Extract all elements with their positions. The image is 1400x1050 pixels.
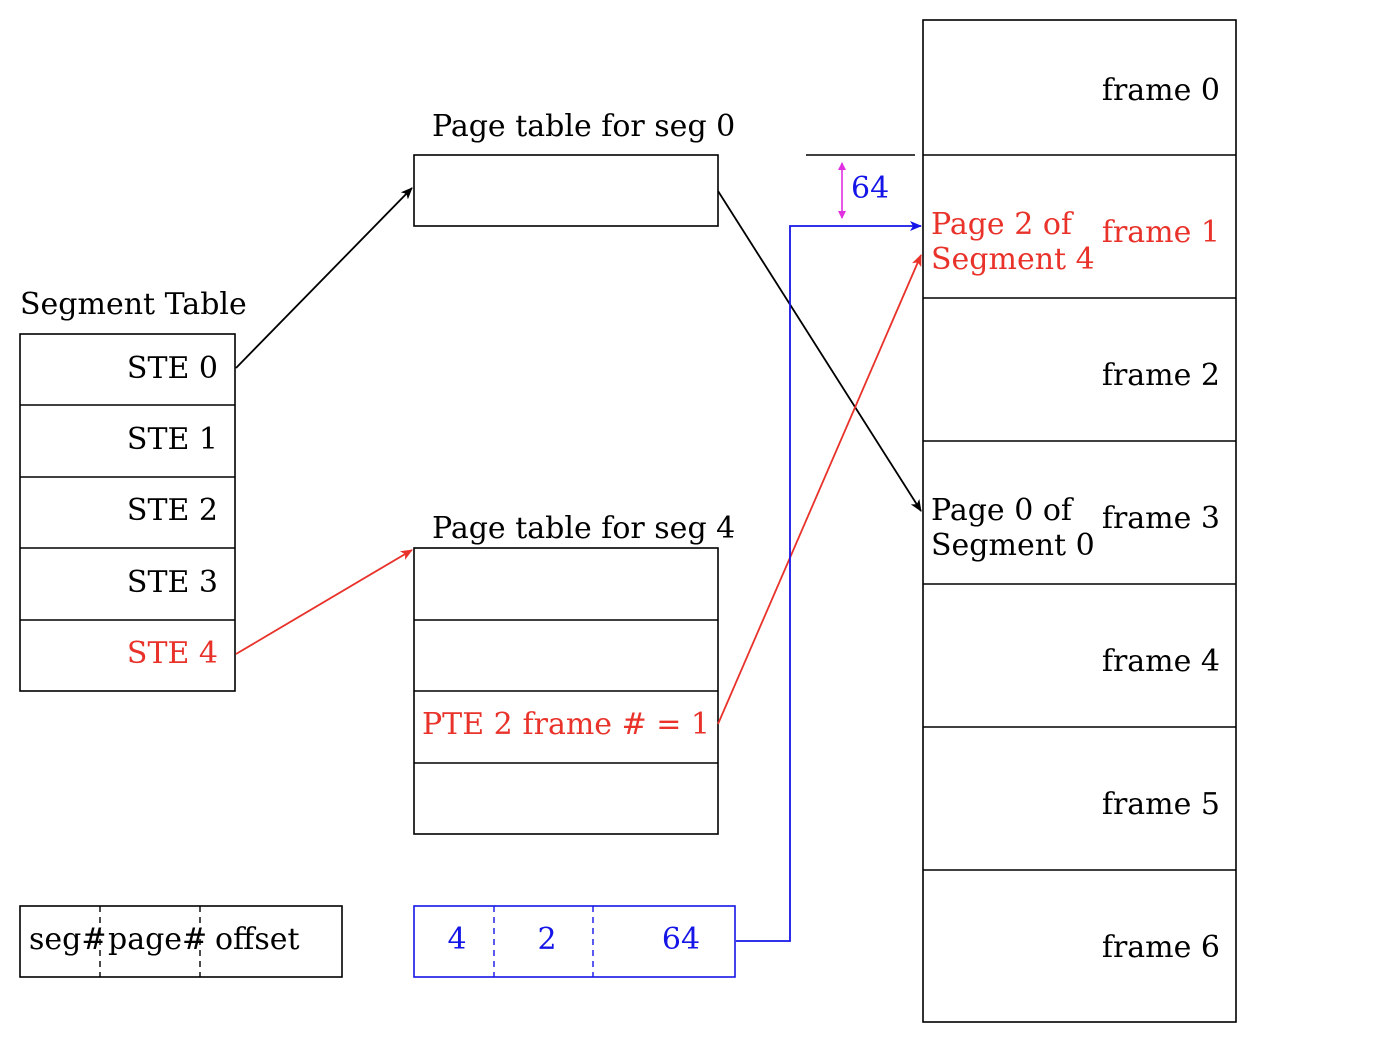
- page-table-seg4-title: Page table for seg 4: [432, 511, 735, 546]
- frame1-contents-line: Segment 4: [931, 242, 1095, 277]
- frame1-contents-line: Page 2 of: [931, 207, 1074, 242]
- address-example-value: 64: [662, 922, 700, 957]
- frame-label: frame 2: [1102, 358, 1220, 393]
- offset-indicator: 64: [806, 154, 915, 219]
- arrow-ste4-to-pagetable4: [235, 549, 413, 655]
- address-example: 4 2 64: [413, 905, 736, 978]
- segment-table-entry: STE 0: [127, 351, 218, 386]
- offset-marker-label: 64: [851, 171, 889, 206]
- arrow-address-to-physical: [736, 221, 922, 942]
- segment-table-entry: STE 1: [127, 422, 218, 457]
- page-table-seg0-title: Page table for seg 0: [432, 109, 735, 144]
- page-table-seg0: Page table for seg 0: [413, 109, 735, 227]
- pte-label: PTE 2: [422, 707, 513, 742]
- arrow-pagetable0-to-frame3: [717, 190, 922, 512]
- segment-table: Segment Table STE 0 STE 1 STE 2 STE 3 ST…: [19, 287, 247, 692]
- arrow-ste0-to-pagetable0: [235, 187, 413, 369]
- segment-table-title: Segment Table: [20, 287, 247, 322]
- segment-table-entry: STE 2: [127, 493, 218, 528]
- frame-label: frame 4: [1102, 644, 1220, 679]
- frame-label: frame 3: [1102, 501, 1220, 536]
- address-format: seg# page# offset: [19, 905, 343, 978]
- address-field-label: offset: [215, 922, 300, 957]
- address-example-value: 4: [447, 922, 466, 957]
- frame3-contents-line: Page 0 of: [931, 493, 1074, 528]
- address-field-label: seg#: [29, 922, 107, 957]
- frame3-contents-line: Segment 0: [931, 528, 1095, 563]
- frame-label: frame 6: [1102, 930, 1220, 965]
- segment-table-entry-highlighted: STE 4: [127, 636, 218, 671]
- frame-label: frame 5: [1102, 787, 1220, 822]
- frame-label-highlighted: frame 1: [1102, 215, 1220, 250]
- frame-label: frame 0: [1102, 73, 1220, 108]
- address-example-value: 2: [537, 922, 556, 957]
- segment-table-entry: STE 3: [127, 565, 218, 600]
- arrow-pte2-to-frame1: [717, 254, 922, 725]
- page-table-seg4: Page table for seg 4 PTE 2 frame # = 1: [413, 511, 735, 835]
- address-field-label: page#: [108, 922, 207, 957]
- physical-memory: frame 0 frame 1 frame 2 frame 3 frame 4 …: [922, 19, 1237, 1023]
- pte-frame-number: frame # = 1: [523, 707, 711, 742]
